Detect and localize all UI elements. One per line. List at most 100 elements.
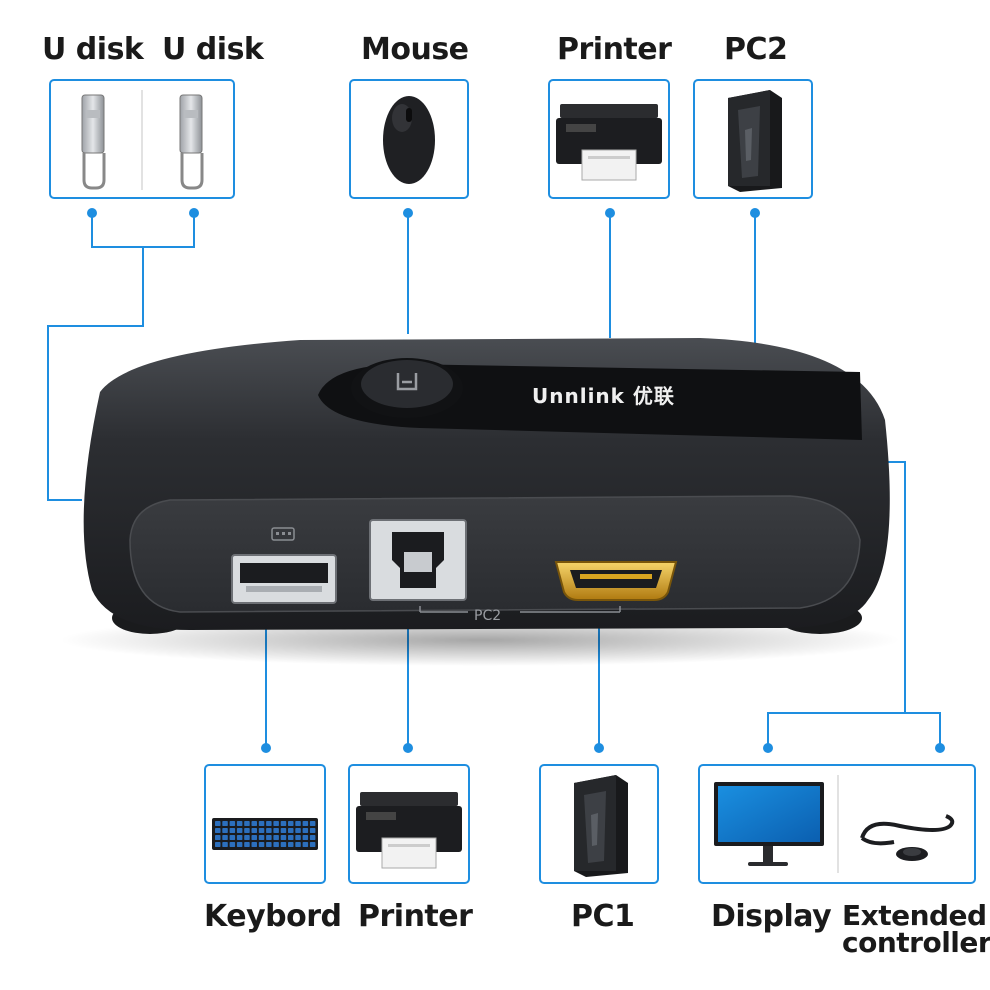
- connector-dots: [87, 208, 945, 753]
- u-disk-box: [49, 79, 235, 199]
- keyboard-key: [266, 835, 272, 840]
- monitor-icon: [714, 782, 824, 866]
- keyboard-key: [273, 821, 279, 826]
- extended-bracket-line: [767, 461, 941, 748]
- keyboard-key: [215, 835, 221, 840]
- printer-icon: [556, 104, 662, 181]
- keyboard-key: [251, 835, 257, 840]
- keyboard-key: [258, 828, 265, 833]
- keyboard-key: [229, 828, 236, 833]
- printer-icon: [356, 792, 462, 869]
- keyboard-key: [236, 842, 243, 847]
- keyboard-key: [288, 828, 294, 833]
- keyboard-key: [302, 828, 309, 833]
- keyboard-key: [266, 821, 272, 826]
- keyboard-label: Keybord: [204, 899, 342, 934]
- keyboard-key: [273, 835, 279, 840]
- pc-tower-icon: [728, 90, 782, 192]
- keyboard-key: [222, 828, 228, 833]
- display-label: Display: [711, 899, 832, 934]
- keyboard-key: [273, 828, 279, 833]
- keyboard-key: [229, 842, 236, 847]
- keyboard-key: [258, 842, 265, 847]
- keyboard-key: [258, 821, 265, 826]
- printer-top-box: [548, 79, 670, 199]
- keyboard-key: [302, 842, 309, 847]
- keyboard-key: [244, 821, 250, 826]
- keyboard-key: [215, 842, 221, 847]
- extended-controller-label-line2: controller: [842, 926, 990, 959]
- kvm-switch-device: Unnlink 优联 PC2: [60, 338, 900, 666]
- u-disk-bracket-line: [47, 213, 195, 501]
- keyboard-key: [295, 842, 301, 847]
- keyboard-key: [288, 821, 294, 826]
- keyboard-key: [280, 828, 287, 833]
- keyboard-key: [302, 835, 309, 840]
- keyboard-key: [309, 842, 316, 847]
- keyboard-key: [309, 821, 316, 826]
- keyboard-key: [280, 842, 287, 847]
- keyboard-key: [244, 835, 250, 840]
- keyboard-key: [215, 828, 221, 833]
- keyboard-key: [266, 828, 272, 833]
- keyboard-key: [258, 835, 265, 840]
- u-disk-label-1: U disk: [42, 32, 144, 67]
- pc2-port-label: PC2: [474, 608, 501, 624]
- keyboard-key: [309, 835, 316, 840]
- printer-bottom-box: [348, 764, 470, 884]
- keyboard-key: [222, 842, 228, 847]
- pc2-port-label-group: PC2: [419, 606, 621, 624]
- extended-controller-icon: [860, 814, 955, 861]
- keyboard-key: [222, 821, 228, 826]
- usb-drive-icon: [179, 94, 204, 190]
- keyboard-key: [251, 842, 257, 847]
- u-disk-label-2: U disk: [162, 32, 264, 67]
- keyboard-key: [229, 835, 236, 840]
- display-controller-box: [698, 764, 976, 884]
- usb-b-port[interactable]: [369, 519, 467, 601]
- keyboard-key: [251, 828, 257, 833]
- keyboard-key: [288, 835, 294, 840]
- mouse-label: Mouse: [361, 32, 469, 67]
- keyboard-key: [302, 821, 309, 826]
- mouse-icon: [383, 96, 435, 184]
- keyboard-key: [266, 842, 272, 847]
- brand-logo: Unnlink 优联: [532, 384, 675, 408]
- keyboard-key: [244, 828, 250, 833]
- usb-drive-icon: [81, 94, 106, 190]
- mouse-box: [349, 79, 469, 199]
- pc1-label: PC1: [571, 899, 635, 934]
- keyboard-key: [309, 828, 316, 833]
- keyboard-icon: [212, 818, 318, 850]
- keyboard-key: [215, 821, 221, 826]
- keyboard-key: [236, 835, 243, 840]
- extended-controller-label-line1: Extended: [842, 899, 987, 932]
- keyboard-box: [204, 764, 326, 884]
- keyboard-port-icon: [271, 527, 295, 541]
- pc2-label: PC2: [724, 32, 788, 67]
- pc-tower-icon: [574, 775, 628, 877]
- keyboard-key: [280, 821, 287, 826]
- pc2-box: [693, 79, 813, 199]
- keyboard-key: [229, 821, 236, 826]
- extended-controller-label: Extended controller: [842, 899, 990, 959]
- keyboard-key: [295, 828, 301, 833]
- keyboard-key: [251, 821, 257, 826]
- keyboard-key: [273, 842, 279, 847]
- keyboard-key: [280, 835, 287, 840]
- keyboard-key: [288, 842, 294, 847]
- keyboard-key: [244, 842, 250, 847]
- hdmi-port[interactable]: [554, 561, 678, 601]
- usb-a-port[interactable]: [231, 554, 337, 604]
- keyboard-key: [236, 821, 243, 826]
- keyboard-key: [222, 835, 228, 840]
- pc1-box: [539, 764, 659, 884]
- switch-button[interactable]: [351, 358, 463, 418]
- keyboard-key: [295, 821, 301, 826]
- printer-top-label: Printer: [557, 32, 672, 67]
- keyboard-key: [295, 835, 301, 840]
- printer-bottom-label: Printer: [358, 899, 473, 934]
- keyboard-key: [236, 828, 243, 833]
